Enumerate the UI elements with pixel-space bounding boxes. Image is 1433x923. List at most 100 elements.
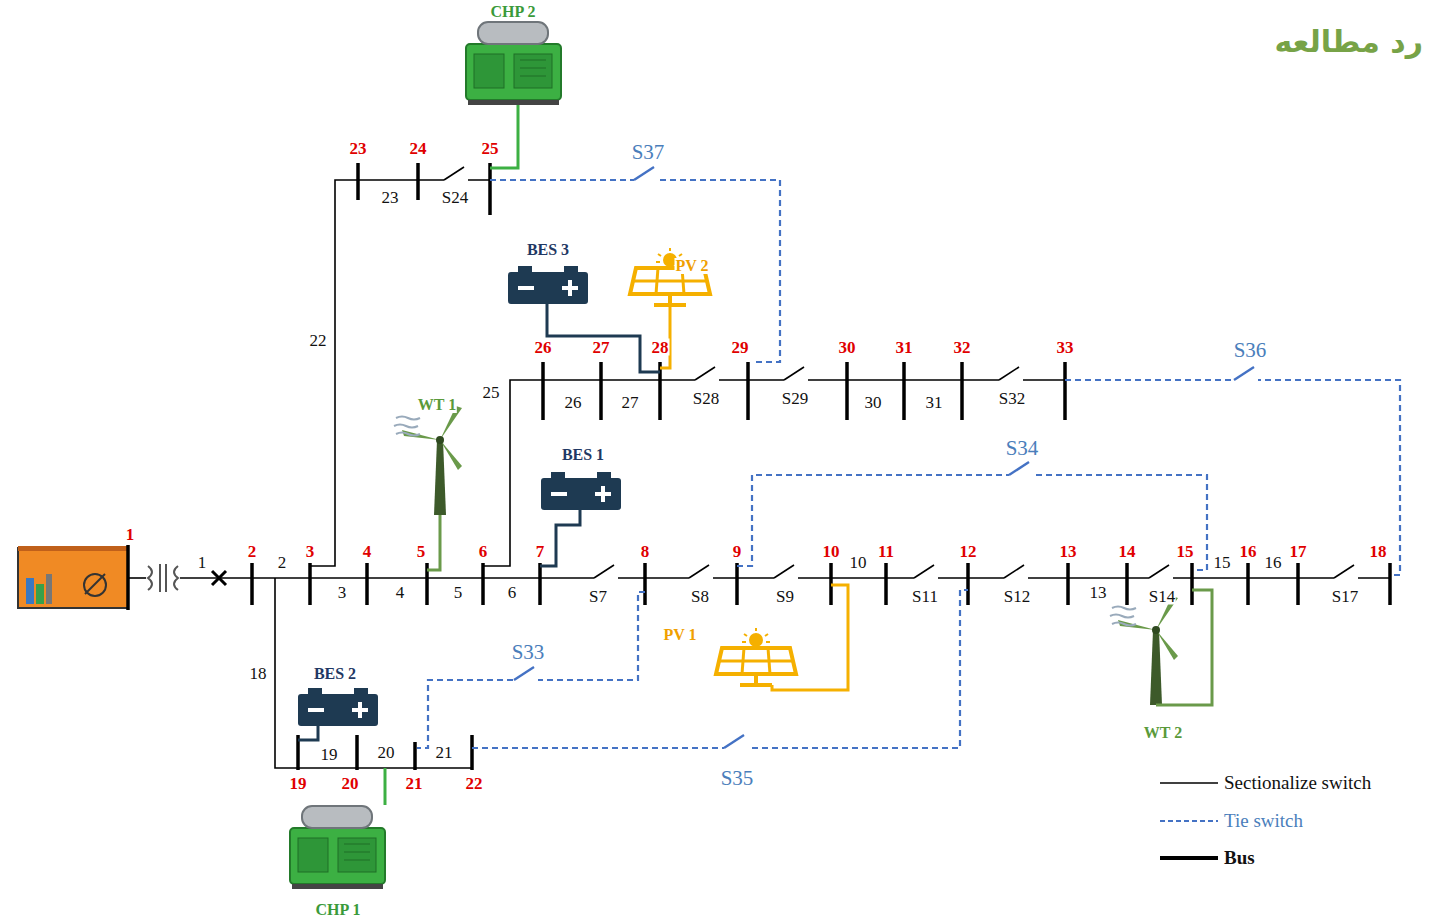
branch-number: 25 <box>482 384 501 401</box>
switch-symbol <box>514 667 534 680</box>
branch-number: 15 <box>1213 554 1232 571</box>
bus-number: 11 <box>877 543 895 560</box>
bus-number: 14 <box>1118 543 1137 560</box>
branch-number: 1 <box>197 554 208 571</box>
branch-number: S11 <box>911 588 939 605</box>
branch-number: 13 <box>1089 584 1108 601</box>
branch-number: 4 <box>395 584 406 601</box>
tie-switch-label: S33 <box>511 642 546 663</box>
legend-text: Bus <box>1224 848 1255 867</box>
switch-symbol <box>634 167 654 180</box>
bus-number: 2 <box>247 543 258 560</box>
device-label: WT 1 <box>417 397 457 413</box>
switch-symbol <box>999 367 1019 380</box>
bus-number: 16 <box>1239 543 1258 560</box>
switch-symbol <box>1009 462 1029 475</box>
tie-switch-label: S36 <box>1233 340 1268 361</box>
branch-number: S24 <box>441 189 469 206</box>
bus-number: 17 <box>1289 543 1308 560</box>
branch-number: 26 <box>564 394 583 411</box>
bus-number: 19 <box>289 775 308 792</box>
bus-number: 22 <box>465 775 484 792</box>
device-label: WT 2 <box>1143 725 1183 741</box>
branch-number: 5 <box>453 584 464 601</box>
bus-number: 13 <box>1059 543 1078 560</box>
bus-number: 30 <box>838 339 857 356</box>
bus-number: 20 <box>341 775 360 792</box>
switch-symbol <box>689 565 709 578</box>
legend-text: Tie switch <box>1224 811 1303 830</box>
bus-number: 9 <box>732 543 743 560</box>
bus-number: 26 <box>534 339 553 356</box>
branch-number: S9 <box>775 588 795 605</box>
branch-number: S28 <box>692 390 720 407</box>
branch-number: 2 <box>277 554 288 571</box>
bus-number: 28 <box>651 339 670 356</box>
bus-number: 33 <box>1056 339 1075 356</box>
switch-symbol <box>444 167 464 180</box>
switch-symbol <box>784 367 804 380</box>
switch-symbol <box>774 565 794 578</box>
switch-symbol <box>594 565 614 578</box>
bus-number: 25 <box>481 140 500 157</box>
device-label: BES 1 <box>561 447 605 463</box>
branch-number: S12 <box>1003 588 1031 605</box>
legend-sample <box>1160 820 1218 822</box>
branch-number: S14 <box>1148 588 1176 605</box>
device-label: BES 3 <box>526 242 570 258</box>
bus-number: 10 <box>822 543 841 560</box>
branch-number: S29 <box>781 390 809 407</box>
branch-number: 6 <box>507 584 518 601</box>
tie-switch-label: S34 <box>1005 438 1040 459</box>
bus-number: 21 <box>405 775 424 792</box>
device-label: CHP 1 <box>315 902 362 918</box>
switch-symbol <box>1334 565 1354 578</box>
branch-number: 30 <box>864 394 883 411</box>
branch-number: S7 <box>588 588 608 605</box>
bus-number: 12 <box>959 543 978 560</box>
branch-number: 23 <box>381 189 400 206</box>
bus-number: 29 <box>731 339 750 356</box>
bus-number: 18 <box>1369 543 1388 560</box>
branch-number: S17 <box>1331 588 1359 605</box>
bus-number: 7 <box>535 543 546 560</box>
device-label: CHP 2 <box>490 4 537 20</box>
switch-symbol <box>914 565 934 578</box>
branch-number: S32 <box>998 390 1026 407</box>
switch-symbol <box>1149 565 1169 578</box>
switch-symbol <box>1004 565 1024 578</box>
branch-number: 3 <box>337 584 348 601</box>
branch-number: 21 <box>435 744 454 761</box>
branch-number: 22 <box>309 332 328 349</box>
bus-number: 23 <box>349 140 368 157</box>
branch-number: 18 <box>249 665 268 682</box>
device-label: PV 2 <box>674 258 709 274</box>
branch-number: 10 <box>849 554 868 571</box>
bus-number: 6 <box>478 543 489 560</box>
bus-number: 3 <box>305 543 316 560</box>
bus-number: 8 <box>640 543 651 560</box>
branch-number: 19 <box>320 746 339 763</box>
bus-number: 24 <box>409 140 428 157</box>
legend-text: Sectionalize switch <box>1224 773 1371 792</box>
device-label: BES 2 <box>313 666 357 682</box>
bus-number: 5 <box>416 543 427 560</box>
tie-switch-label: S37 <box>631 142 666 163</box>
switch-symbol <box>1234 367 1254 380</box>
branch-number: 31 <box>925 394 944 411</box>
bus-number: 31 <box>895 339 914 356</box>
branch-number: 16 <box>1264 554 1283 571</box>
branch-number: S8 <box>690 588 710 605</box>
branch-number: 20 <box>377 744 396 761</box>
switch-symbol <box>724 735 744 748</box>
bus-number: 15 <box>1176 543 1195 560</box>
branch-number: 27 <box>621 394 640 411</box>
tie-switch-label: S35 <box>720 768 755 789</box>
switch-symbol <box>695 367 715 380</box>
bus-number: 4 <box>362 543 373 560</box>
bus-number: 1 <box>125 526 136 543</box>
bus-number: 27 <box>592 339 611 356</box>
device-label: PV 1 <box>662 627 697 643</box>
